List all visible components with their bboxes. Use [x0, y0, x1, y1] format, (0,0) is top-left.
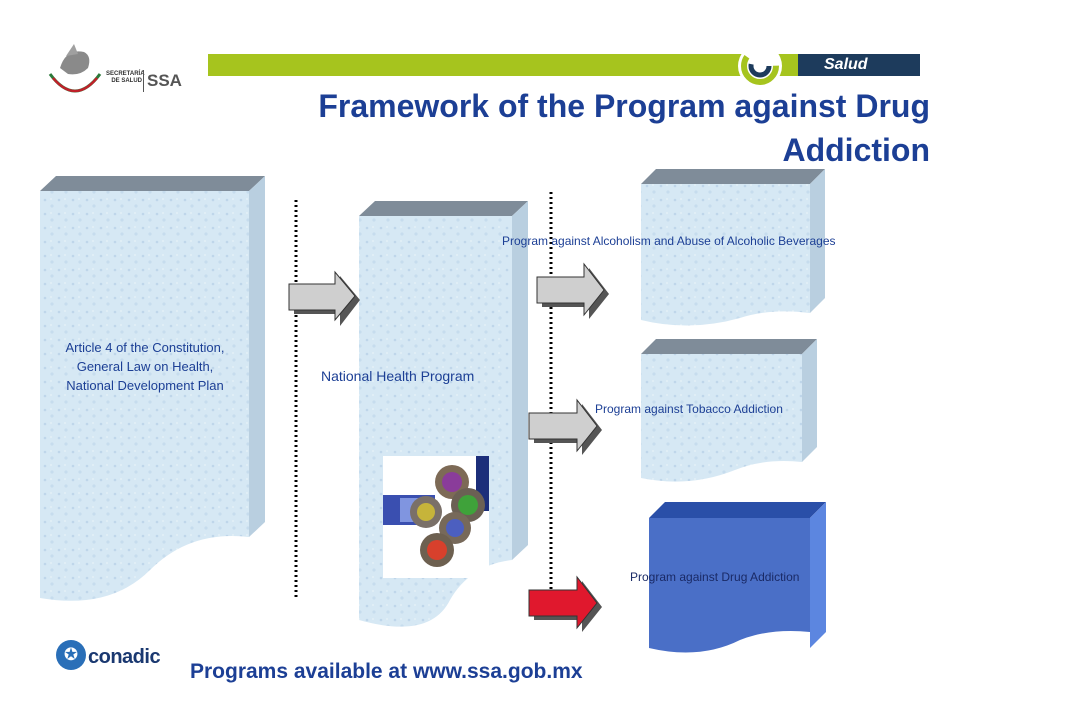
alcohol-program-label: Program against Alcoholism and Abuse of … [502, 234, 836, 248]
tobacco-program-label: Program against Tobacco Addiction [595, 402, 783, 416]
arrow-to-alcohol-program [536, 262, 609, 319]
seal-text: SECRETARÍA DE SALUD [106, 71, 145, 84]
left-document-label: Article 4 of the Constitution, General L… [0, 338, 290, 395]
page-title: Framework of the Program against Drug Ad… [318, 88, 930, 168]
document-left [40, 176, 265, 601]
left-label-line-2: General Law on Health, [76, 359, 214, 374]
ssa-label: SSA [147, 71, 182, 90]
footer-text: Programs available at www.ssa.gob.mx [190, 660, 583, 683]
arrow-to-drug-program [528, 575, 602, 632]
salud-logo-icon [738, 44, 782, 88]
arrow-to-tobacco-program [528, 398, 602, 455]
conadic-logo-icon: ✪ [56, 640, 86, 670]
document-right-2 [641, 339, 817, 482]
arrow-to-health-program [288, 270, 360, 326]
mexico-seal-icon [44, 38, 106, 105]
salud-logo: Salud [798, 54, 920, 76]
salud-label: Salud [824, 56, 868, 73]
drug-program-label: Program against Drug Addiction [630, 570, 800, 584]
left-label-line-3: National Development Plan [66, 378, 224, 393]
document-right-1 [641, 169, 825, 326]
seal-divider [143, 70, 144, 92]
middle-document-label: National Health Program [321, 368, 475, 384]
document-right-3 [649, 502, 826, 653]
conadic-logo-label: conadic [88, 646, 161, 668]
people-puzzle-icon [383, 456, 489, 578]
left-label-line-1: Article 4 of the Constitution, [65, 340, 225, 355]
